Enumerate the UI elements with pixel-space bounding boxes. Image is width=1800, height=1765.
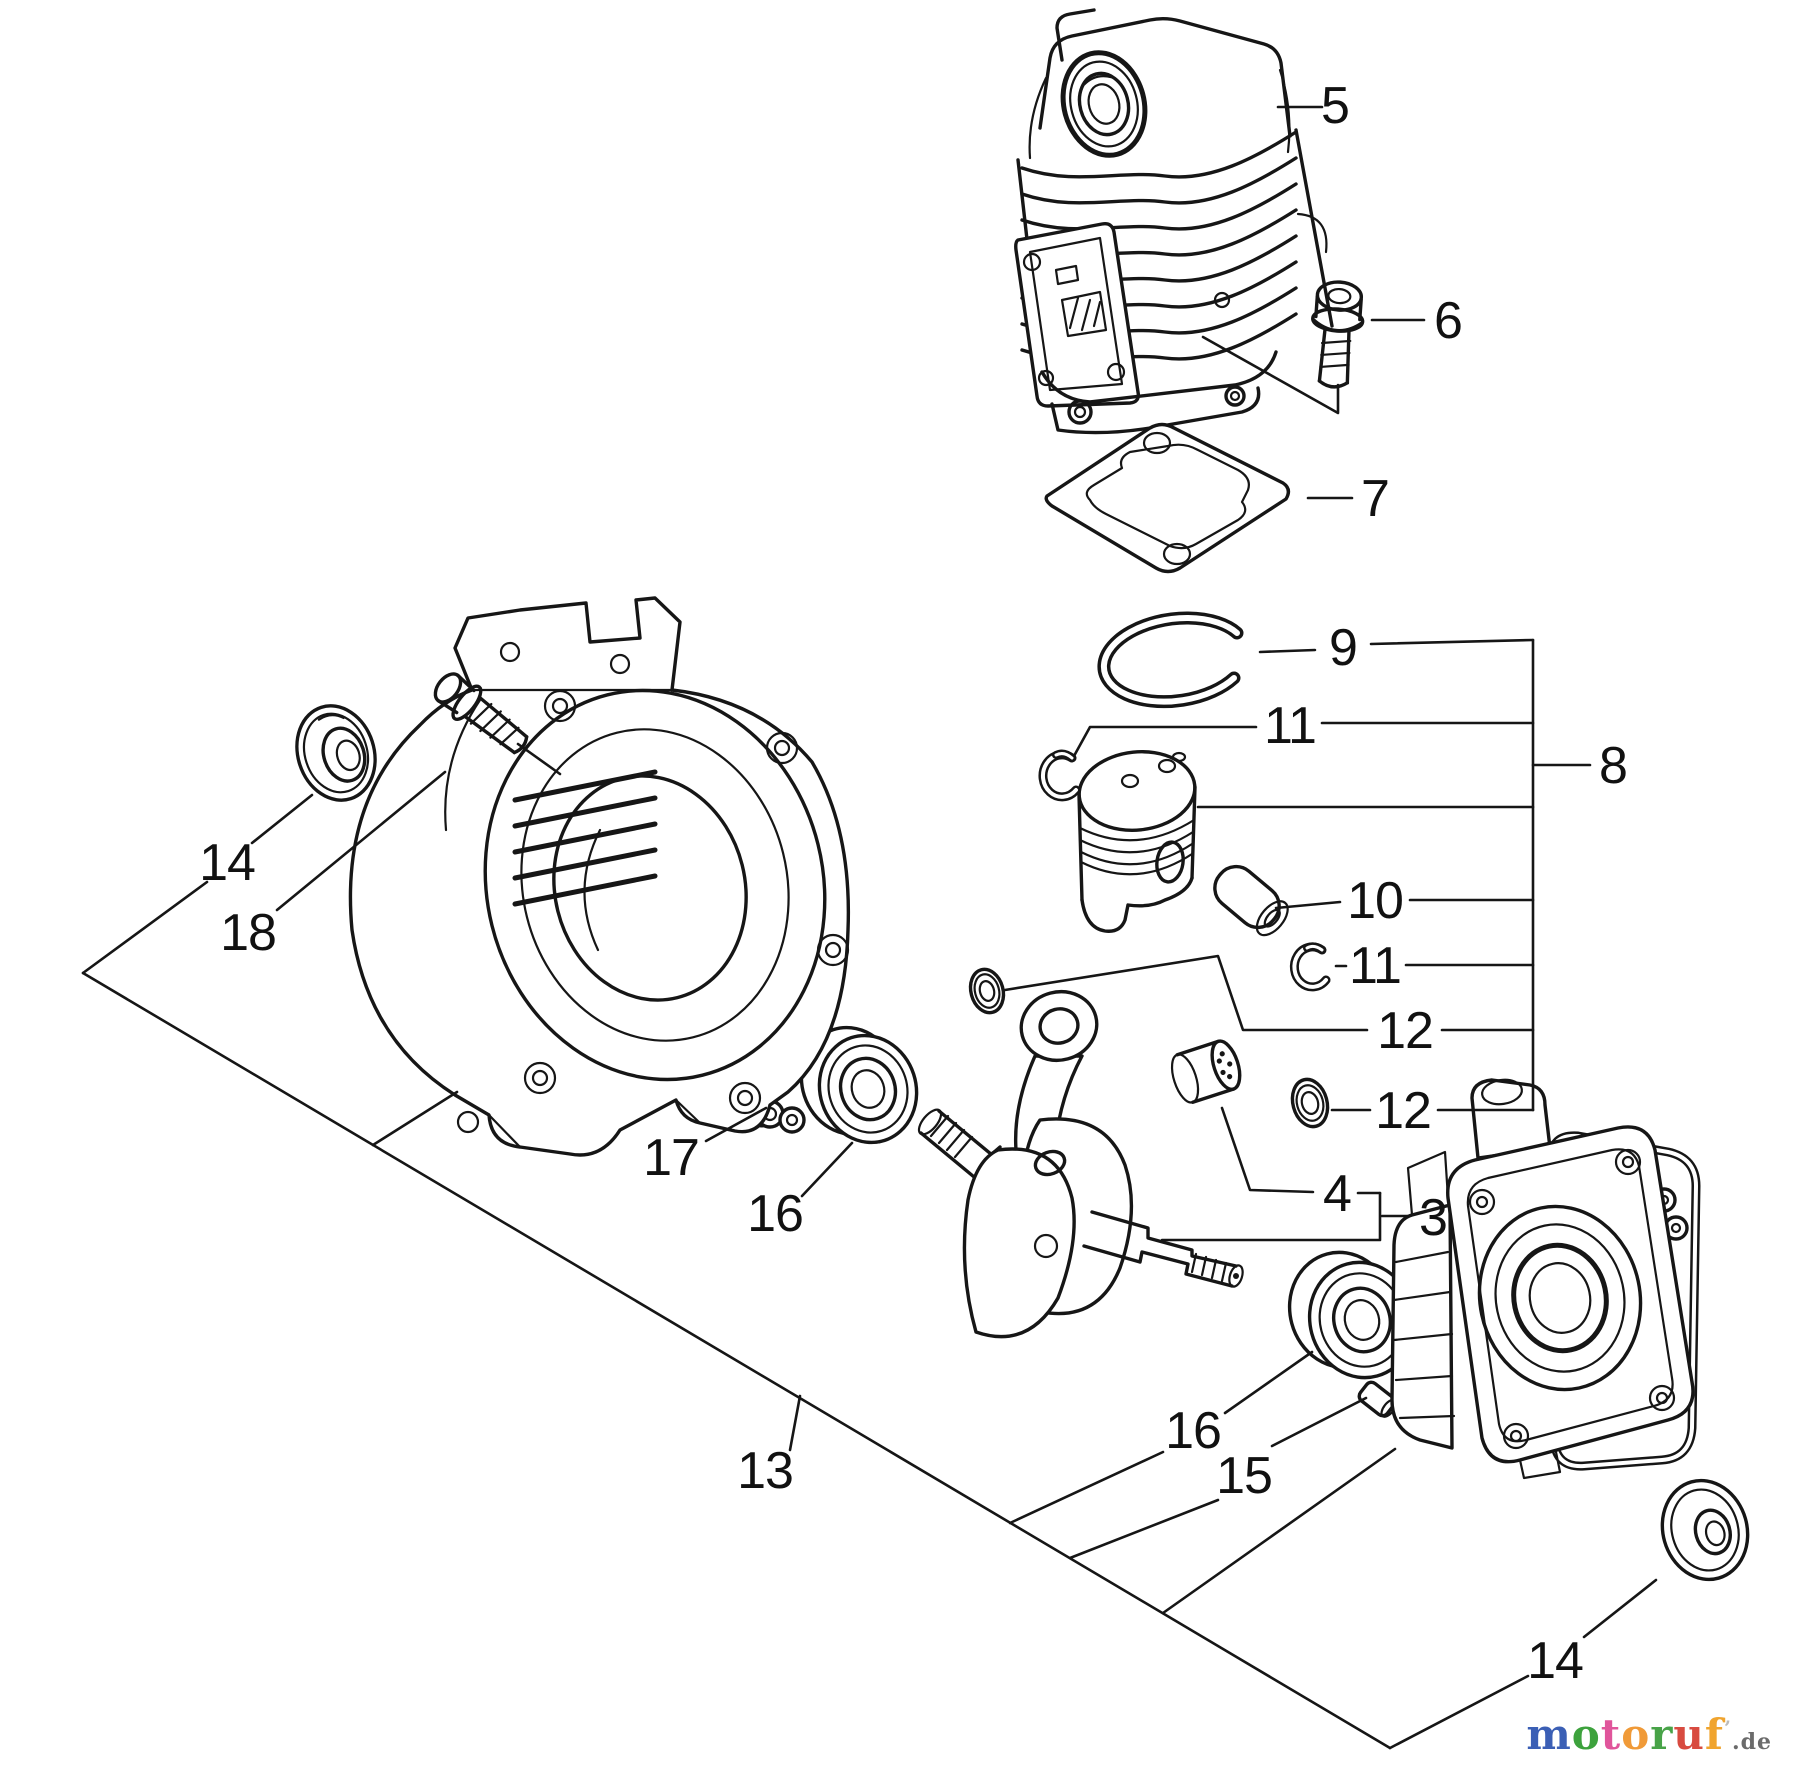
wm-letter: u: [1673, 1710, 1705, 1759]
callout-13: 13: [737, 1442, 793, 1500]
callout-17: 17: [643, 1129, 699, 1187]
piston-ring-part: [1097, 611, 1244, 709]
wm-letter: t: [1600, 1710, 1622, 1759]
callout-11-upper: 11: [1264, 697, 1316, 755]
wm-letter: o: [1621, 1710, 1651, 1759]
spark-plug-hole: [1060, 50, 1148, 158]
wm-tld: .de: [1731, 1729, 1772, 1755]
callout-14-right: 14: [1527, 1632, 1583, 1690]
callout-16-left: 16: [747, 1185, 803, 1243]
crankcase-right-half: [1390, 1078, 1695, 1480]
callout-12-upper: 12: [1377, 1002, 1433, 1060]
crankcase-left-half: [348, 596, 851, 1157]
wm-letter: r: [1650, 1710, 1674, 1759]
wm-letter: m: [1526, 1710, 1572, 1759]
callout-7: 7: [1361, 470, 1389, 528]
piston-pin-part: [1213, 864, 1289, 937]
callout-9: 9: [1329, 619, 1357, 677]
callout-11-lower: 11: [1349, 937, 1401, 995]
plug-screw-part: [1311, 280, 1365, 389]
callout-12-lower: 12: [1375, 1082, 1431, 1140]
needle-bearing-part: [1170, 1039, 1242, 1104]
callout-3: 3: [1419, 1189, 1447, 1247]
cylinder-gasket-part: [1044, 422, 1291, 574]
screw-pointer-line: [516, 742, 562, 776]
exhaust-flange: [1014, 221, 1141, 408]
pin-circlip-right: [1289, 942, 1331, 992]
oil-seal-bottom-right: [1660, 1478, 1750, 1582]
callout-15: 15: [1216, 1447, 1272, 1505]
wm-letter: f: [1704, 1710, 1724, 1759]
pin-circlip-left: [1038, 749, 1081, 802]
callout-16-right: 16: [1165, 1402, 1221, 1460]
callout-8: 8: [1599, 737, 1627, 795]
motoruf-watermark: motoruf’.de: [1526, 1710, 1772, 1759]
callout-14-left: 14: [199, 834, 255, 892]
cylinder-part: [1014, 8, 1334, 435]
callout-10: 10: [1347, 872, 1403, 930]
callout-labels: 5 6 7 9 11 8 10 11 12 12 14 18 17 16 13 …: [199, 77, 1628, 1690]
thrust-washer-upper: [968, 967, 1006, 1015]
wm-mark: ’: [1723, 1716, 1732, 1740]
callout-18: 18: [220, 904, 276, 962]
thrust-washer-lower: [1290, 1077, 1330, 1129]
callout-6: 6: [1434, 292, 1462, 350]
ball-bearing-left: [799, 1025, 919, 1145]
callout-4: 4: [1323, 1165, 1351, 1223]
oil-seal-top-left: [295, 704, 377, 802]
leader-lines: [81, 105, 1658, 1750]
callout-5: 5: [1321, 77, 1349, 135]
piston-part: [1077, 750, 1197, 933]
crankshaft-part: [917, 990, 1244, 1339]
wm-letter: o: [1571, 1710, 1601, 1759]
screw-part: [433, 672, 529, 755]
